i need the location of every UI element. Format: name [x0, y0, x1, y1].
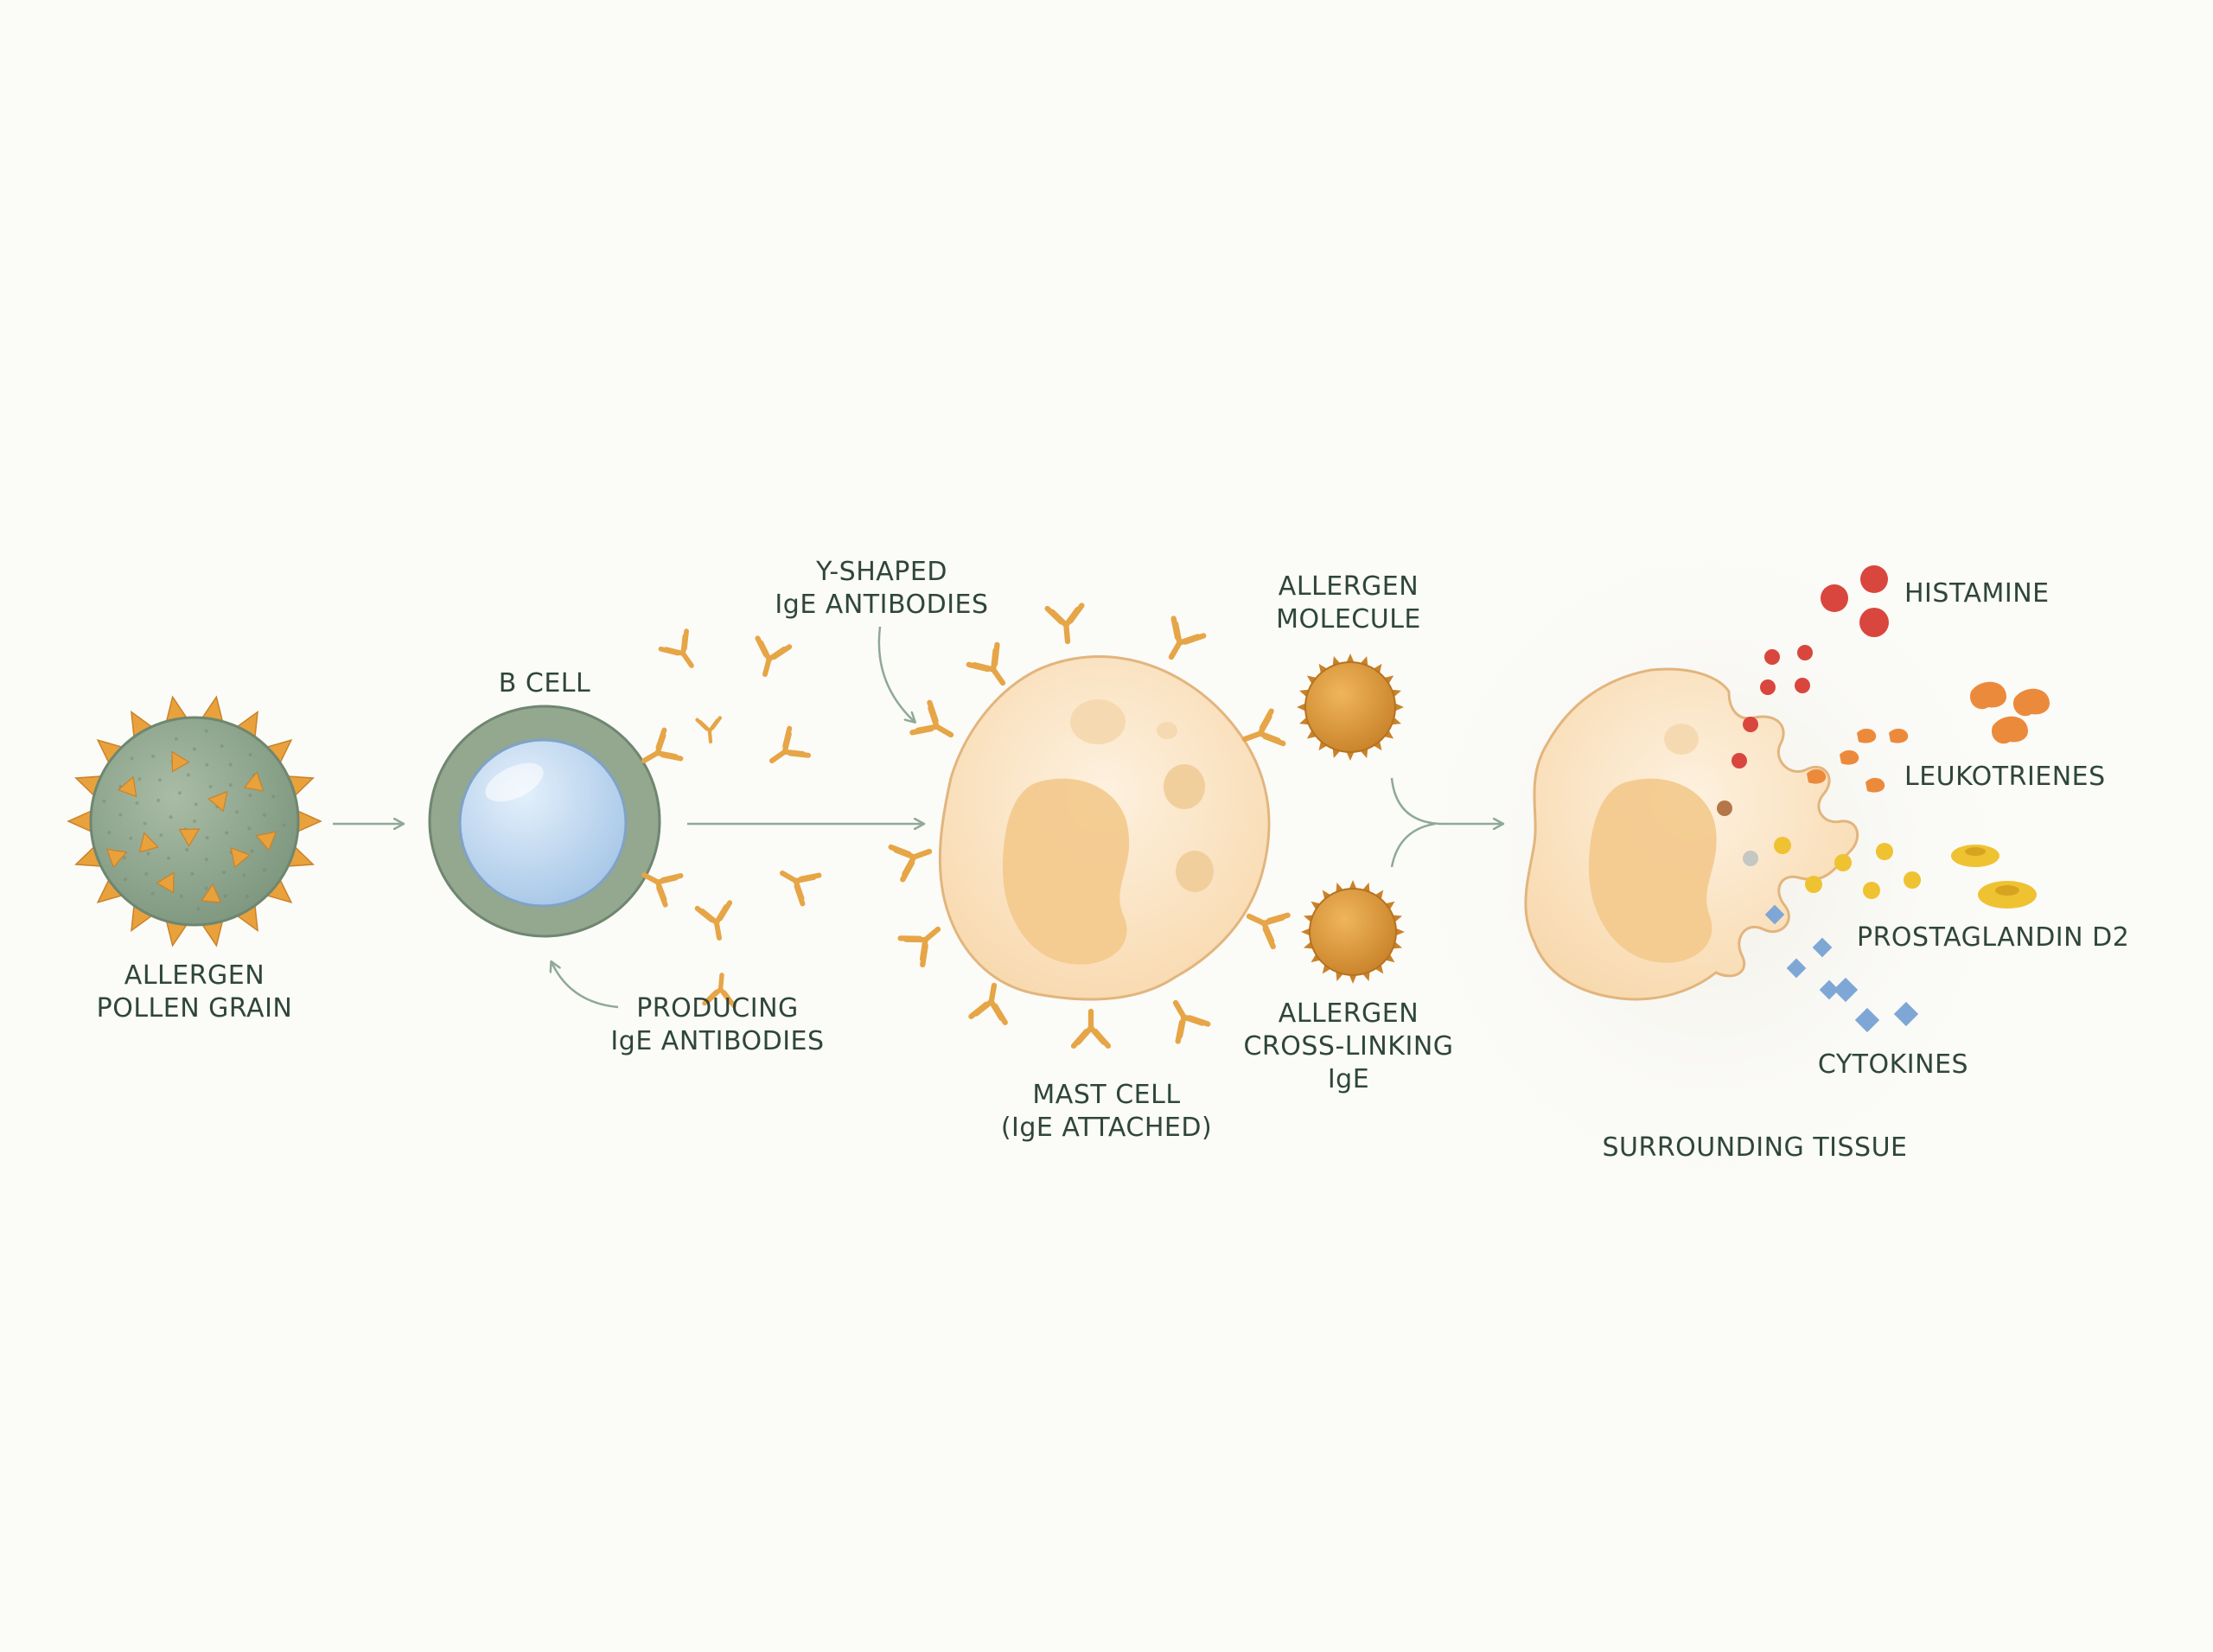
b-cell-icon: [428, 705, 680, 938]
arrow-mast-to-degranulation: [1390, 777, 1502, 824]
label-b-cell: B CELL: [498, 668, 591, 698]
arrow-branch: [1390, 822, 1436, 868]
arrow-producing-to-bcell: [552, 962, 619, 1009]
pollen-grain-icon: [67, 695, 322, 947]
label-surrounding-tissue: SURROUNDING TISSUE: [1602, 1132, 1908, 1163]
label-cytokines: CYTOKINES: [1817, 1049, 1969, 1080]
label-leukotrienes: LEUKOTRIENES: [1904, 762, 2106, 792]
label-histamine: HISTAMINE: [1904, 578, 2050, 609]
cytokine-molecules: [1764, 904, 1919, 1033]
label-prostaglandin-d2: PROSTAGLANDIN D2: [1857, 922, 2130, 953]
prostaglandin-molecules: [1774, 837, 2037, 909]
allergen-molecule-icon: [1297, 654, 1404, 761]
allergen-crosslinking-icon: [1301, 880, 1405, 984]
mast-cell-icon: [938, 655, 1271, 1001]
arrow-yshaped-to-mast: [877, 626, 915, 722]
histamine-granules: [1717, 565, 1889, 866]
free-ige-antibodies: [661, 631, 820, 1005]
leukotriene-molecules: [1807, 681, 2050, 793]
label-mast-cell: MAST CELL(IgE ATTACHED): [1000, 1080, 1213, 1143]
